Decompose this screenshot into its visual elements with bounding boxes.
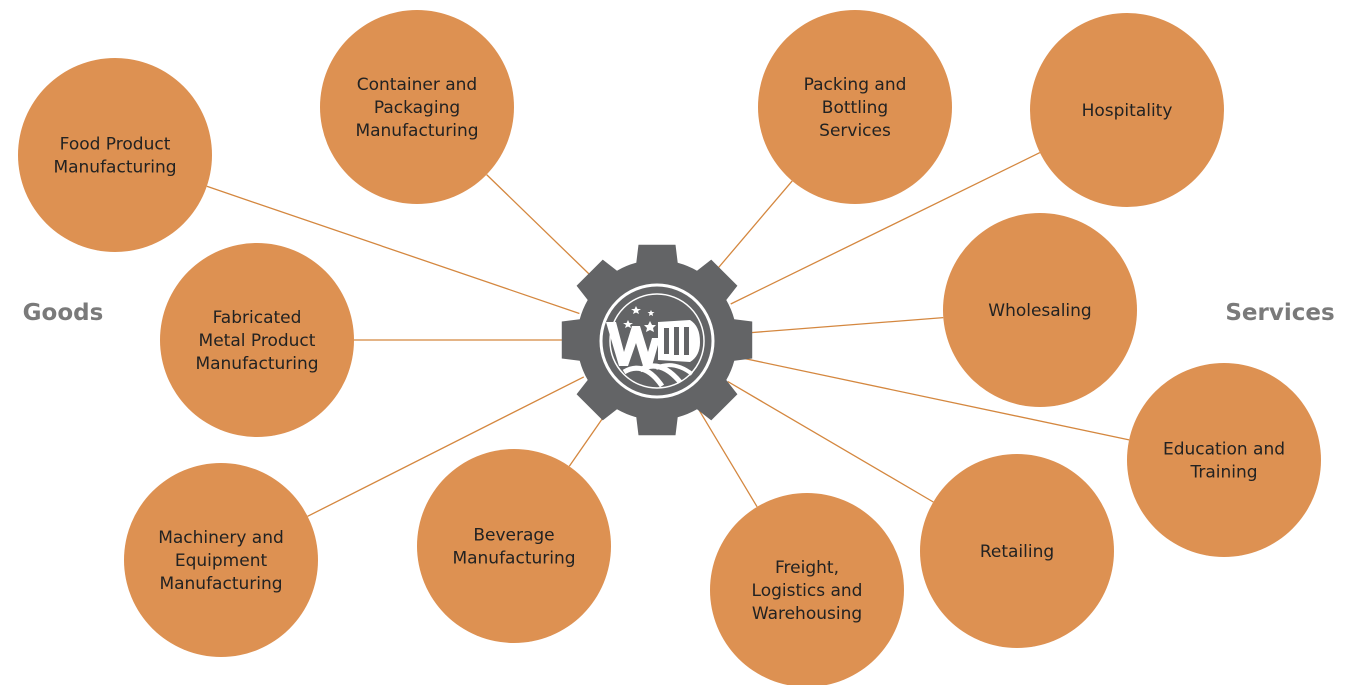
connector-wholesaling — [738, 316, 944, 335]
node-label-line: Fabricated — [213, 308, 302, 328]
central-gear-logo — [561, 244, 753, 436]
node-label-line: Manufacturing — [53, 158, 176, 178]
node-label-line: Manufacturing — [355, 121, 478, 141]
node-circle — [160, 243, 354, 437]
node-label-line: Manufacturing — [159, 574, 282, 594]
connector-packing-bottling-services — [709, 180, 793, 278]
node-label-line: Bottling — [822, 98, 888, 118]
node-circle — [1127, 363, 1321, 557]
node-label-line: Machinery and — [158, 528, 284, 548]
connector-lines — [206, 152, 1130, 517]
node-label-line: Equipment — [175, 551, 268, 571]
node-label-line: Packaging — [374, 98, 460, 118]
brand-logo-icon — [599, 283, 715, 399]
node-label-line: Hospitality — [1082, 101, 1173, 121]
node-label-line: Wholesaling — [988, 301, 1091, 321]
goods-label: Goods — [23, 300, 104, 326]
node-circle — [710, 493, 904, 685]
services-label: Services — [1225, 300, 1334, 326]
node-circle — [124, 463, 318, 657]
node-circle — [758, 10, 952, 204]
node-label-line: Services — [819, 121, 891, 141]
connector-freight-logistics-warehousing — [698, 409, 758, 508]
node-wholesaling: Wholesaling — [943, 213, 1137, 407]
node-label-line: Warehousing — [752, 604, 862, 624]
connector-food-product-manufacturing — [206, 185, 580, 315]
node-label-line: Retailing — [980, 542, 1054, 562]
connector-machinery-equipment-manufacturing — [307, 376, 585, 517]
node-circle — [18, 58, 212, 252]
node-label-line: Container and — [357, 75, 477, 95]
connector-education-training — [737, 356, 1130, 441]
connector-container-packaging-manufacturing — [486, 174, 599, 284]
node-retailing: Retailing — [920, 454, 1114, 648]
node-label-line: Education and — [1163, 440, 1285, 460]
connector-hospitality — [730, 152, 1041, 305]
node-label-line: Logistics and — [752, 581, 863, 601]
node-circle — [920, 454, 1114, 648]
connector-retailing — [727, 380, 934, 503]
node-label-line: Beverage — [473, 526, 554, 546]
node-circle — [1030, 13, 1224, 207]
node-label-line: Freight, — [775, 558, 839, 578]
node-label-line: Packing and — [804, 75, 907, 95]
node-label-line: Food Product — [60, 135, 171, 155]
node-circle — [943, 213, 1137, 407]
node-hospitality: Hospitality — [1030, 13, 1224, 207]
node-circle — [320, 10, 514, 204]
node-label-line: Training — [1189, 463, 1257, 483]
node-label-line: Manufacturing — [195, 354, 318, 374]
node-label-line: Metal Product — [199, 331, 316, 351]
node-circle — [417, 449, 611, 643]
node-label-line: Manufacturing — [452, 549, 575, 569]
